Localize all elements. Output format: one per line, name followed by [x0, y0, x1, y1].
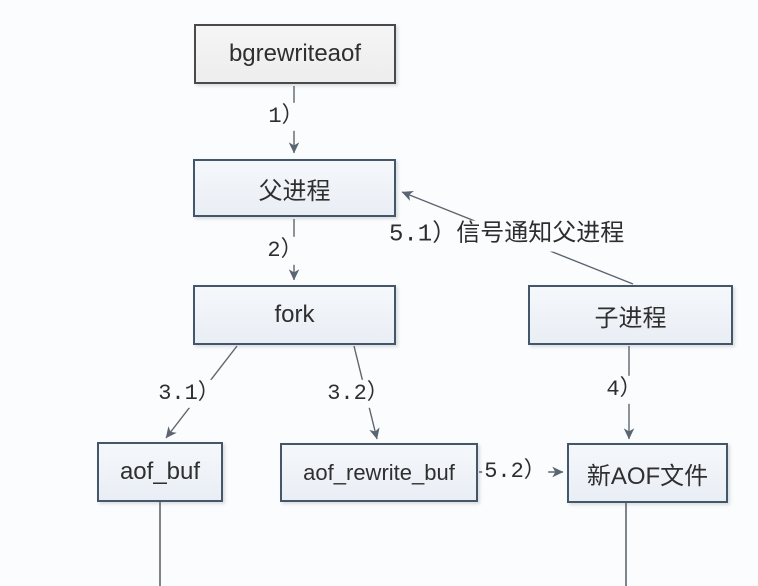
edge-label-step-2: 2） — [263, 236, 307, 266]
node-aof-rewrite-buf: aof_rewrite_buf — [280, 443, 478, 502]
node-child-process-label: 子进程 — [594, 304, 667, 332]
node-aof-rewrite-buf-label: aof_rewrite_buf — [303, 459, 455, 485]
node-new-aof-file: 新AOF文件 — [567, 443, 728, 503]
edge-label-step-5-2: 5.2） — [482, 457, 548, 487]
edge-label-step-3-2: 3.2） — [323, 379, 393, 409]
node-aof-buf: aof_buf — [97, 442, 223, 502]
edge-label-step-5-1: 5.1）信号通知父进程 — [385, 220, 629, 252]
node-bgrewriteaof: bgrewriteaof — [194, 24, 396, 84]
node-aof-buf-label: aof_buf — [119, 458, 201, 485]
edge-label-step-3-1: 3.1） — [154, 379, 224, 409]
node-bgrewriteaof-label: bgrewriteaof — [228, 40, 362, 67]
node-new-aof-file-label: 新AOF文件 — [586, 462, 709, 490]
node-fork: fork — [193, 285, 396, 345]
node-parent-process-label: 父进程 — [258, 177, 331, 205]
node-child-process: 子进程 — [528, 285, 733, 345]
edge-label-step-4: 4） — [602, 375, 646, 405]
edge-label-step-1: 1） — [264, 102, 308, 132]
node-fork-label: fork — [274, 301, 315, 328]
node-parent-process: 父进程 — [193, 159, 396, 217]
